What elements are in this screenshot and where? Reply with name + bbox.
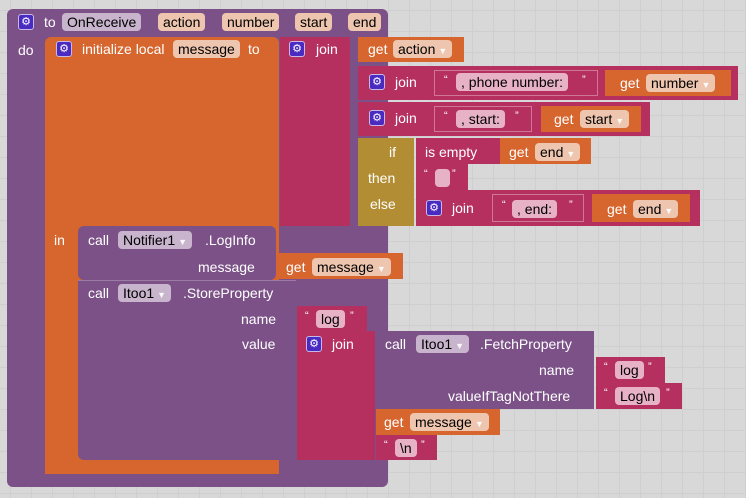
method-label: .FetchProperty <box>480 336 572 352</box>
component-dropdown[interactable]: Notifier1▼ <box>118 231 193 249</box>
open-quote: “ <box>444 74 448 86</box>
get-var-dropdown[interactable]: end▼ <box>633 200 679 218</box>
join-main-block[interactable] <box>280 37 350 226</box>
open-quote: “ <box>384 439 388 451</box>
if-then-else-block[interactable] <box>358 138 414 226</box>
open-quote: “ <box>305 310 309 322</box>
mutator-gear-icon[interactable]: ⚙ <box>369 74 385 90</box>
fetch-property-block[interactable] <box>376 331 594 409</box>
call-keyword: call <box>385 336 407 352</box>
join-label: join <box>395 74 417 90</box>
get-var-dropdown[interactable]: action▼ <box>393 40 453 58</box>
param-start[interactable]: start <box>295 13 333 31</box>
text-value[interactable]: , start: <box>456 110 505 128</box>
dropdown-arrow-icon: ▼ <box>438 46 448 56</box>
get-label: get <box>384 414 404 430</box>
if-keyword: if <box>389 144 396 160</box>
get-label: get <box>368 41 388 57</box>
dropdown-arrow-icon: ▼ <box>566 149 576 159</box>
text-value[interactable]: \n <box>395 439 417 457</box>
get-var-dropdown[interactable]: number▼ <box>646 74 716 92</box>
get-label: get <box>286 259 306 275</box>
close-quote: ” <box>582 74 586 86</box>
mutator-gear-icon[interactable]: ⚙ <box>426 200 442 216</box>
event-name-field[interactable]: OnReceive <box>62 13 142 31</box>
close-quote: ” <box>421 439 425 451</box>
get-label: get <box>554 111 574 127</box>
init-to-keyword: to <box>248 41 260 57</box>
get-label: get <box>509 144 529 160</box>
initialize-local-label: initialize local <box>82 41 165 57</box>
method-label: .LogInfo <box>205 232 256 248</box>
text-value[interactable]: Log\n <box>615 387 661 405</box>
divider <box>78 280 296 281</box>
join-value-block[interactable] <box>297 331 375 460</box>
text-value[interactable]: log <box>615 361 644 379</box>
get-label: get <box>620 75 640 91</box>
open-quote: “ <box>444 110 448 122</box>
component-dropdown[interactable]: Itoo1▼ <box>118 284 172 302</box>
init-in-keyword: in <box>54 232 65 248</box>
text-value[interactable] <box>435 169 450 187</box>
default-arg-label: valueIfTagNotThere <box>448 388 571 404</box>
call-keyword: call <box>88 285 110 301</box>
open-quote: “ <box>604 361 608 373</box>
call-keyword: call <box>88 232 110 248</box>
component-dropdown[interactable]: Itoo1▼ <box>416 335 470 353</box>
get-var-dropdown[interactable]: start▼ <box>580 110 630 128</box>
local-var-name[interactable]: message <box>173 40 240 58</box>
param-number[interactable]: number <box>222 13 280 31</box>
arg-label: message <box>198 259 255 275</box>
open-quote: “ <box>604 387 608 399</box>
param-action[interactable]: action <box>158 13 206 31</box>
then-keyword: then <box>368 170 396 186</box>
dropdown-arrow-icon: ▼ <box>157 290 167 300</box>
close-quote: ” <box>350 310 354 322</box>
join-label: join <box>395 110 417 126</box>
method-label: .StoreProperty <box>183 285 274 301</box>
mutator-gear-icon[interactable]: ⚙ <box>306 336 322 352</box>
dropdown-arrow-icon: ▼ <box>701 80 711 90</box>
value-arg-label: value <box>242 336 276 352</box>
text-value[interactable]: , end: <box>512 200 558 218</box>
mutator-gear-icon[interactable]: ⚙ <box>369 110 385 126</box>
open-quote: “ <box>424 168 428 180</box>
event-do-keyword: do <box>18 42 34 58</box>
store-property-block[interactable] <box>78 280 296 460</box>
join-label: join <box>316 41 338 57</box>
text-value[interactable]: log <box>316 310 345 328</box>
is-empty-block[interactable] <box>416 138 500 164</box>
close-quote: ” <box>648 361 652 373</box>
close-quote: ” <box>666 387 670 399</box>
close-quote: ” <box>569 199 573 211</box>
join-label: join <box>332 336 354 352</box>
mutator-gear-icon[interactable]: ⚙ <box>289 41 305 57</box>
else-keyword: else <box>370 196 396 212</box>
name-arg-label: name <box>241 311 277 327</box>
get-label: get <box>607 201 627 217</box>
dropdown-arrow-icon: ▼ <box>615 116 625 126</box>
get-var-dropdown[interactable]: message▼ <box>410 413 489 431</box>
mutator-gear-icon[interactable]: ⚙ <box>18 14 34 30</box>
close-quote: ” <box>515 110 519 122</box>
event-to-keyword: to <box>44 14 56 30</box>
is-empty-label: is empty <box>425 144 478 160</box>
close-quote: ” <box>452 168 456 180</box>
param-end[interactable]: end <box>348 13 382 31</box>
dropdown-arrow-icon: ▼ <box>474 419 484 429</box>
mutator-gear-icon[interactable]: ⚙ <box>56 41 72 57</box>
initialize-local-bottom <box>45 462 279 474</box>
join-label: join <box>452 200 474 216</box>
get-var-dropdown[interactable]: end▼ <box>535 143 581 161</box>
open-quote: “ <box>502 199 506 211</box>
dropdown-arrow-icon: ▼ <box>455 341 465 351</box>
dropdown-arrow-icon: ▼ <box>178 237 188 247</box>
name-arg-label: name <box>539 362 575 378</box>
dropdown-arrow-icon: ▼ <box>664 206 674 216</box>
get-var-dropdown[interactable]: message▼ <box>312 258 391 276</box>
dropdown-arrow-icon: ▼ <box>376 264 386 274</box>
text-value[interactable]: , phone number: <box>456 73 568 91</box>
